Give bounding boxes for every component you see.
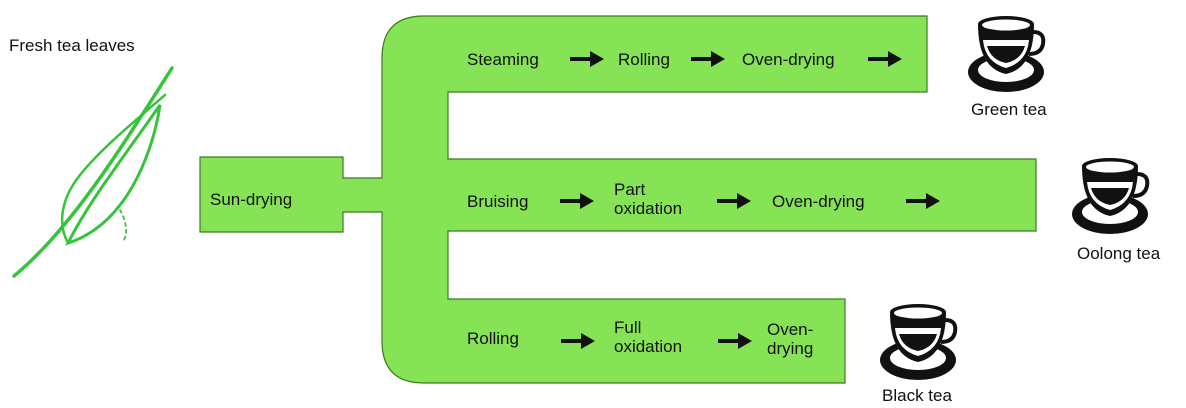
oolong-step-1: Bruising bbox=[467, 192, 529, 211]
arrow-right-icon bbox=[691, 51, 725, 67]
oolong-step-2: Part oxidation bbox=[614, 180, 683, 218]
arrow-right-icon bbox=[718, 333, 752, 349]
arrow-right-icon bbox=[868, 51, 902, 67]
green-step-1: Steaming bbox=[467, 50, 539, 69]
teacup-icon bbox=[880, 304, 958, 380]
green-step-2: Rolling bbox=[618, 50, 670, 69]
leaf-icon bbox=[12, 66, 174, 278]
oolong-tea-label: Oolong tea bbox=[1077, 244, 1161, 263]
arrow-right-icon bbox=[560, 193, 594, 209]
teacup-icon bbox=[1072, 158, 1150, 234]
fresh-leaves-label: Fresh tea leaves bbox=[9, 36, 135, 55]
channel-shape bbox=[199, 15, 1037, 384]
black-tea-label: Black tea bbox=[882, 386, 952, 405]
teacup-icon bbox=[968, 16, 1046, 92]
black-step-2: Full oxidation bbox=[614, 318, 683, 356]
sun-drying-step: Sun-drying bbox=[210, 190, 293, 209]
arrow-right-icon bbox=[906, 193, 940, 209]
black-step-1: Rolling bbox=[467, 329, 519, 348]
arrow-right-icon bbox=[717, 193, 751, 209]
arrow-right-icon bbox=[570, 51, 604, 67]
oolong-step-3: Oven-drying bbox=[772, 192, 865, 211]
arrow-right-icon bbox=[561, 333, 595, 349]
green-tea-label: Green tea bbox=[971, 100, 1047, 119]
green-step-3: Oven-drying bbox=[742, 50, 835, 69]
black-step-3: Oven- drying bbox=[767, 320, 814, 358]
